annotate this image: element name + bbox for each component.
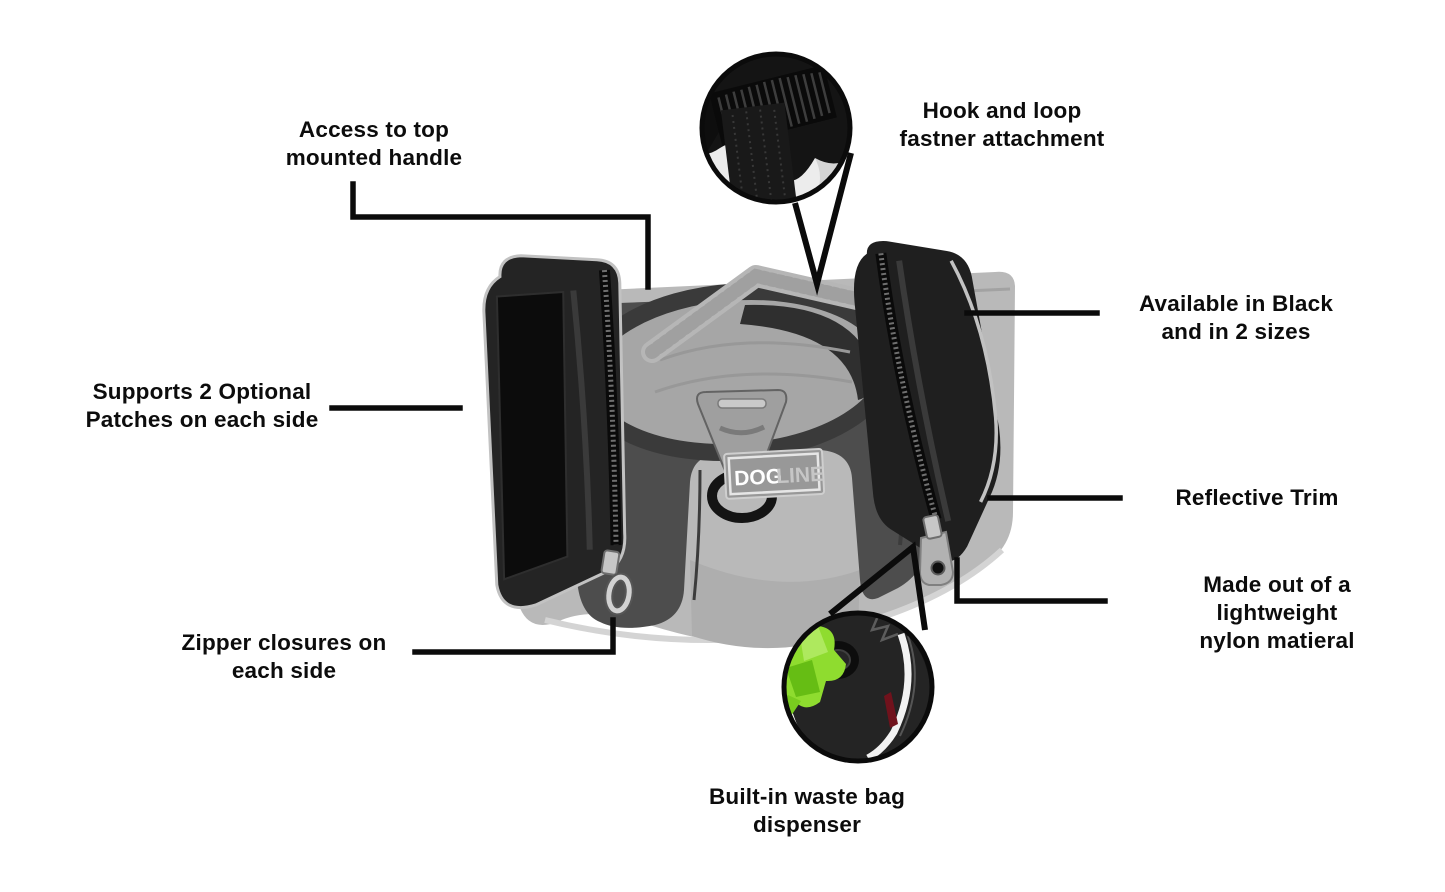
callout-hook-loop-label: Hook and loop fastner attachment: [899, 98, 1105, 151]
leader-material: [954, 557, 1108, 604]
waste-bag-pointer: [828, 541, 928, 631]
callout-zippers-label: Zipper closures on each side: [181, 630, 387, 683]
hook-loop-inset: [699, 51, 854, 296]
right-bag-reflective-trim: [949, 259, 998, 503]
callout-reflective-label: Reflective Trim: [1175, 485, 1339, 510]
callout-material-label: Made out of a lightweight nylon matieral: [1199, 572, 1355, 653]
brand-dog-text: DOG: [734, 465, 783, 490]
callout-waste-bag-label: Built-in waste bag dispenser: [708, 784, 906, 837]
left-zipper-pull: [600, 549, 634, 616]
callout-access-handle-label: Access to top mounted handle: [285, 117, 463, 170]
left-saddle-bag: [482, 254, 627, 610]
left-bag-velcro-panel: [495, 290, 569, 581]
brand-patch: DOG LINE: [723, 448, 826, 500]
callout-patches-label: Supports 2 Optional Patches on each side: [85, 379, 319, 432]
callout-available-label: Available in Black and in 2 sizes: [1138, 291, 1334, 344]
hook-loop-circle-border: [699, 51, 853, 205]
leader-access-handle: [350, 181, 651, 290]
brand-line-text: LINE: [776, 463, 825, 488]
leader-zippers: [412, 617, 616, 655]
hook-loop-pointer: [792, 152, 854, 296]
leader-lines: [329, 181, 1123, 655]
right-saddle-bag: [854, 240, 1001, 562]
waste-bag-circle-border: [781, 610, 935, 764]
right-zipper-pull: [918, 514, 955, 586]
